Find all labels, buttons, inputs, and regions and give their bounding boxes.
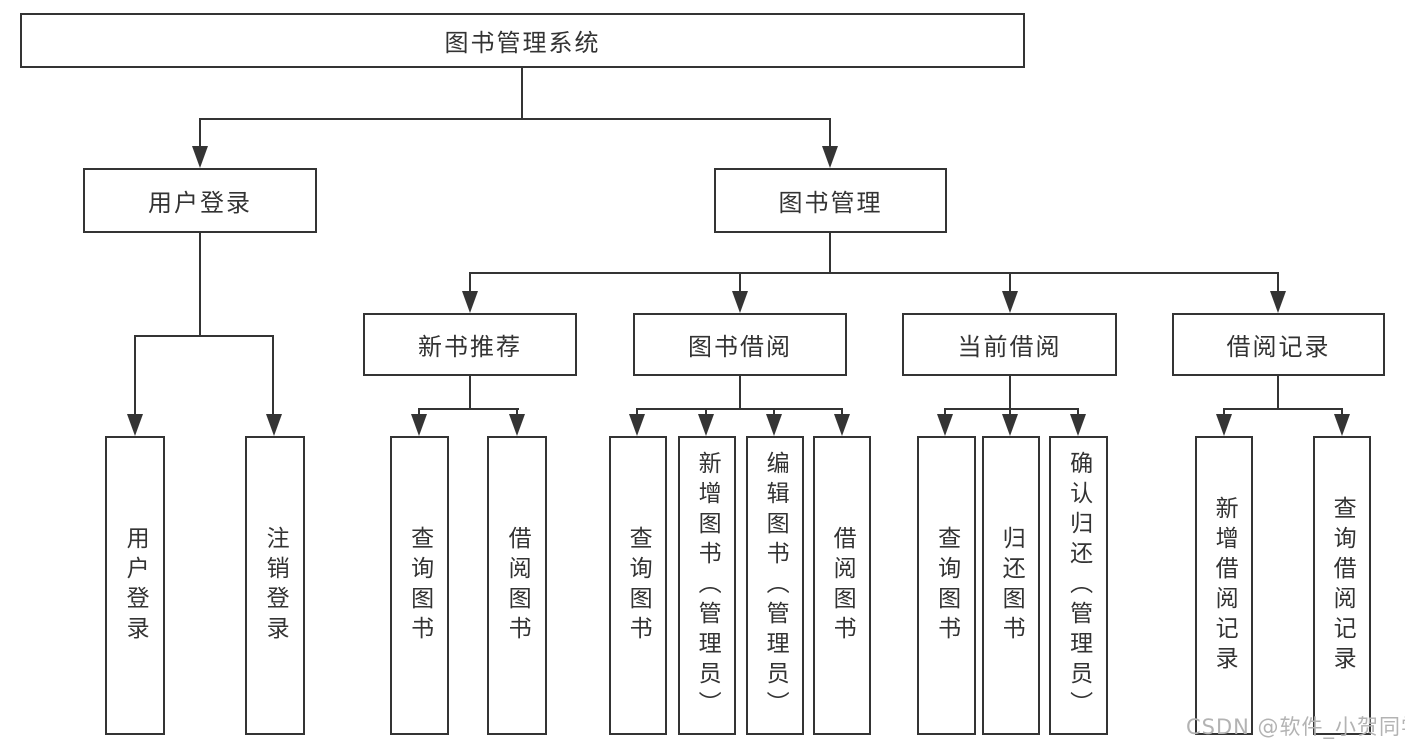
connector-to-new-book: [469, 272, 471, 292]
connector-to-book-management: [829, 118, 831, 148]
connector-to-leaf-logout: [272, 335, 274, 415]
csdn-watermark: CSDN @软件_小贺同学: [1186, 715, 1405, 739]
connector-book-management-split: [469, 272, 1279, 274]
connector-to-user-login: [199, 118, 201, 148]
arrow-down-icon: [732, 291, 748, 313]
leaf-query-borrow-record: 查询借阅记录: [1313, 436, 1371, 735]
arrow-down-icon: [698, 414, 714, 436]
node-label: 借阅图书: [504, 525, 531, 646]
arrow-down-icon: [192, 146, 208, 168]
connector-leaf-stub: [705, 408, 707, 416]
arrow-down-icon: [411, 414, 427, 436]
connector-borrow-records-split: [1223, 408, 1343, 410]
arrow-down-icon: [1270, 291, 1286, 313]
connector-root-split: [199, 118, 831, 120]
node-new-book-recommendation: 新书推荐: [363, 313, 577, 376]
arrow-down-icon: [462, 291, 478, 313]
node-label: 图书管理: [778, 189, 883, 217]
arrow-down-icon: [766, 414, 782, 436]
connector-leaf-stub: [636, 408, 638, 416]
node-label: 查询图书: [625, 525, 652, 646]
leaf-user-login: 用户登录: [105, 436, 165, 735]
arrow-down-icon: [1334, 414, 1350, 436]
leaf-logout: 注销登录: [245, 436, 305, 735]
connector-new-book-split: [418, 408, 519, 410]
arrow-down-icon: [937, 414, 953, 436]
connector-book-management-stem: [829, 233, 831, 272]
leaf-borrow-books: 借阅图书: [813, 436, 871, 735]
node-user-login: 用户登录: [83, 168, 317, 233]
connector-new-book-stem: [469, 376, 471, 408]
arrow-down-icon: [822, 146, 838, 168]
connector-leaf-stub: [773, 408, 775, 416]
node-label: 新书推荐: [418, 333, 522, 361]
node-label: 当前借阅: [957, 333, 1062, 361]
node-label: 用户登录: [148, 189, 252, 217]
arrow-down-icon: [266, 414, 282, 436]
connector-leaf-stub: [841, 408, 843, 416]
node-label: 编辑图书（管理员）: [762, 450, 789, 721]
node-borrowing-records: 借阅记录: [1172, 313, 1385, 376]
connector-leaf-stub: [1009, 408, 1011, 416]
node-book-borrowing: 图书借阅: [633, 313, 847, 376]
arrow-down-icon: [629, 414, 645, 436]
leaf-borrow-books-recommend: 借阅图书: [487, 436, 547, 735]
connector-book-borrow-split: [636, 408, 843, 410]
node-label: 查询图书: [406, 525, 433, 646]
arrow-down-icon: [1070, 414, 1086, 436]
connector-current-borrow-stem: [1009, 376, 1011, 408]
arrow-down-icon: [1002, 291, 1018, 313]
connector-leaf-stub: [1341, 408, 1343, 416]
node-library-management-system: 图书管理系统: [20, 13, 1025, 68]
node-label: 图书管理系统: [444, 29, 601, 57]
connector-leaf-stub: [944, 408, 946, 416]
connector-leaf-stub: [1077, 408, 1079, 416]
connector-to-book-borrow: [739, 272, 741, 292]
node-current-borrowing: 当前借阅: [902, 313, 1117, 376]
node-label: 注销登录: [262, 525, 289, 646]
leaf-query-books-recommend: 查询图书: [390, 436, 449, 735]
node-label: 归还图书: [998, 525, 1025, 646]
connector-root-stem: [521, 68, 523, 118]
connector-current-borrow-split: [944, 408, 1079, 410]
node-label: 借阅图书: [829, 525, 856, 646]
leaf-confirm-return-admin: 确认归还（管理员）: [1049, 436, 1108, 735]
node-label: 新增图书（管理员）: [694, 450, 721, 721]
node-label: 查询图书: [933, 525, 960, 646]
leaf-return-book: 归还图书: [982, 436, 1040, 735]
arrow-down-icon: [127, 414, 143, 436]
node-label: 图书借阅: [688, 333, 792, 361]
node-label: 用户登录: [122, 525, 149, 646]
connector-book-borrow-stem: [739, 376, 741, 408]
leaf-add-book-admin: 新增图书（管理员）: [678, 436, 736, 735]
leaf-add-borrow-record: 新增借阅记录: [1195, 436, 1253, 735]
node-label: 确认归还（管理员）: [1065, 450, 1092, 721]
connector-to-borrow-records: [1277, 272, 1279, 292]
arrow-down-icon: [1002, 414, 1018, 436]
connector-leaf-stub: [1223, 408, 1225, 416]
connector-borrow-records-stem: [1277, 376, 1279, 408]
arrow-down-icon: [1216, 414, 1232, 436]
node-label: 查询借阅记录: [1329, 495, 1356, 676]
connector-user-login-stem: [199, 233, 201, 335]
connector-to-leaf-user-login: [134, 335, 136, 415]
connector-leaf-stub: [418, 408, 420, 416]
leaf-edit-book-admin: 编辑图书（管理员）: [746, 436, 804, 735]
connector-to-current-borrow: [1009, 272, 1011, 292]
connector-user-login-split: [134, 335, 274, 337]
leaf-query-books-current: 查询图书: [917, 436, 976, 735]
node-book-management: 图书管理: [714, 168, 947, 233]
arrow-down-icon: [509, 414, 525, 436]
arrow-down-icon: [834, 414, 850, 436]
node-label: 新增借阅记录: [1211, 495, 1238, 676]
leaf-query-books-borrow: 查询图书: [609, 436, 667, 735]
connector-leaf-stub: [516, 408, 518, 416]
node-label: 借阅记录: [1226, 333, 1331, 361]
